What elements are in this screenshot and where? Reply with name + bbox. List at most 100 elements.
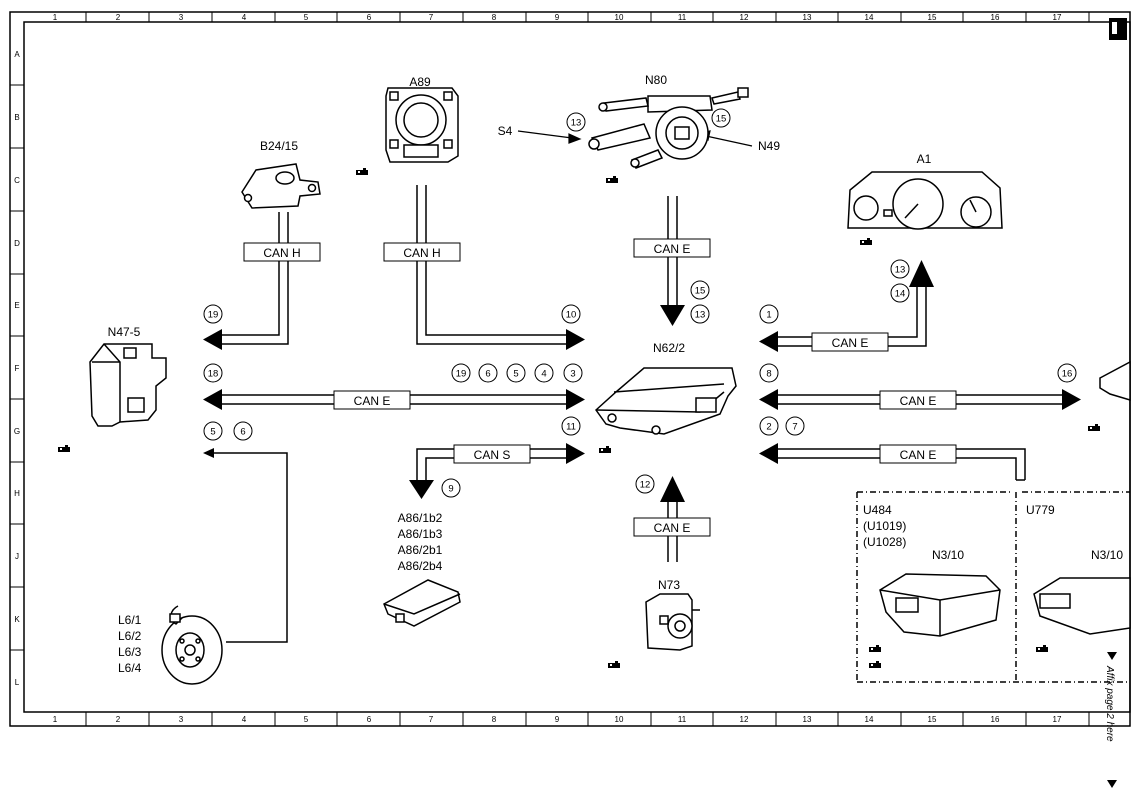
bus-label: CAN H — [263, 246, 300, 260]
label-a86-line: A86/2b1 — [398, 543, 443, 557]
col-label: 17 — [1053, 715, 1062, 724]
circled-number: 4 — [541, 369, 546, 380]
hand-pointer-icon[interactable] — [599, 446, 611, 453]
col-label: 5 — [304, 715, 309, 724]
label-u1019: (U1019) — [863, 519, 906, 533]
circled-numbers — [203, 108, 1077, 498]
hand-pointer-icon[interactable] — [860, 238, 872, 245]
component-labels: A89 N80 S4 N49 B24/15 A1 N47-5 N62/2 A86… — [108, 73, 1124, 675]
row-ruler: A B C D E F G H J K L — [14, 50, 20, 687]
label-n3-10: N3/10 — [1091, 548, 1123, 562]
circled-number: 13 — [571, 118, 582, 129]
row-label: A — [14, 50, 20, 59]
col-label: 12 — [740, 13, 749, 22]
circled-number: 5 — [210, 427, 215, 438]
bus-label: CAN E — [654, 521, 691, 535]
circled-number: 1 — [766, 310, 771, 321]
n62-2-module-icon — [595, 367, 737, 435]
circled-number: 6 — [485, 369, 490, 380]
n80-module-icon — [588, 87, 749, 169]
bus-label-box: CAN E — [879, 390, 957, 410]
hand-pointer-icon[interactable] — [869, 645, 881, 652]
label-u484: U484 — [863, 503, 892, 517]
row-label: J — [15, 552, 19, 561]
hand-pointer-icon[interactable] — [1036, 645, 1048, 652]
n3-10-ecu-icon — [1033, 577, 1131, 635]
col-label: 13 — [803, 715, 812, 724]
circled-number: 3 — [570, 369, 575, 380]
row-label: H — [14, 489, 20, 498]
row-label: L — [15, 678, 20, 687]
partial-module-icon — [1099, 360, 1131, 402]
label-n62-2: N62/2 — [653, 341, 685, 355]
col-label: 16 — [991, 715, 1000, 724]
label-a1: A1 — [917, 152, 932, 166]
bus-label-box: CAN E — [633, 517, 711, 537]
hand-pointer-icon[interactable] — [608, 661, 620, 668]
col-label: 3 — [179, 715, 184, 724]
label-n49: N49 — [758, 139, 780, 153]
a86-sensor-icon — [383, 579, 461, 627]
label-a86-line: A86/1b2 — [398, 511, 443, 525]
b24-15-sensor-icon — [241, 163, 321, 209]
col-label: 10 — [615, 715, 624, 724]
column-ruler-top: 1 2 3 4 5 6 7 8 9 10 11 12 13 14 15 16 1… — [53, 13, 1062, 22]
col-label: 3 — [179, 13, 184, 22]
col-label: 2 — [116, 715, 121, 724]
n73-switch-icon — [645, 593, 700, 651]
bus-label: CAN E — [654, 242, 691, 256]
row-label: F — [15, 364, 20, 373]
col-label: 2 — [116, 13, 121, 22]
label-a86-line: A86/2b4 — [398, 559, 443, 573]
circled-number: 6 — [240, 427, 245, 438]
label-n3-10: N3/10 — [932, 548, 964, 562]
col-label: 15 — [928, 13, 937, 22]
label-n80: N80 — [645, 73, 667, 87]
bus-a89 — [416, 185, 566, 345]
col-label: 16 — [991, 13, 1000, 22]
bus-b24-15 — [222, 212, 289, 345]
triangle-marker-icon — [1107, 652, 1117, 660]
side-note-text: Affix page 2 here — [1104, 665, 1115, 742]
hand-pointer-icon[interactable] — [1088, 424, 1100, 431]
col-label: 10 — [615, 13, 624, 22]
row-label: D — [14, 239, 20, 248]
circled-number: 16 — [1062, 369, 1073, 380]
row-label: B — [14, 113, 19, 122]
col-label: 7 — [429, 13, 434, 22]
bus-label-box: CAN H — [243, 242, 321, 262]
circled-number: 10 — [566, 310, 577, 321]
col-label: 17 — [1053, 13, 1062, 22]
col-label: 11 — [678, 715, 687, 724]
bus-label-box: CAN E — [333, 390, 411, 410]
col-label: 12 — [740, 715, 749, 724]
col-label: 7 — [429, 715, 434, 724]
col-label: 15 — [928, 715, 937, 724]
col-label: 4 — [242, 715, 247, 724]
row-label: C — [14, 176, 20, 185]
hand-pointer-icon[interactable] — [58, 445, 70, 452]
bus-label-box: CAN E — [633, 238, 711, 258]
col-label: 14 — [865, 715, 874, 724]
hand-pointer-icon[interactable] — [869, 661, 881, 668]
hand-pointer-icon[interactable] — [606, 176, 618, 183]
label-u779: U779 — [1026, 503, 1055, 517]
n3-10-ecu-icon — [879, 573, 1001, 637]
circled-number: 5 — [513, 369, 518, 380]
label-a89: A89 — [409, 75, 431, 89]
col-label: 9 — [555, 13, 560, 22]
n47-5-module-icon — [89, 343, 167, 427]
bus-label-box: CAN S — [453, 444, 531, 464]
col-label: 1 — [53, 13, 58, 22]
circled-number-labels: 13 15 19 10 15 13 1 13 14 18 19 6 5 4 3 … — [208, 114, 1073, 495]
bus-label: CAN E — [900, 394, 937, 408]
label-l6-line: L6/3 — [118, 645, 142, 659]
circled-number: 8 — [766, 369, 771, 380]
circled-number: 11 — [566, 422, 576, 433]
circled-number: 18 — [208, 369, 219, 380]
label-n73: N73 — [658, 578, 680, 592]
hand-pointer-icon[interactable] — [356, 168, 368, 175]
circled-number: 9 — [448, 484, 453, 495]
circled-number: 2 — [766, 422, 771, 433]
bus-label: CAN H — [403, 246, 440, 260]
